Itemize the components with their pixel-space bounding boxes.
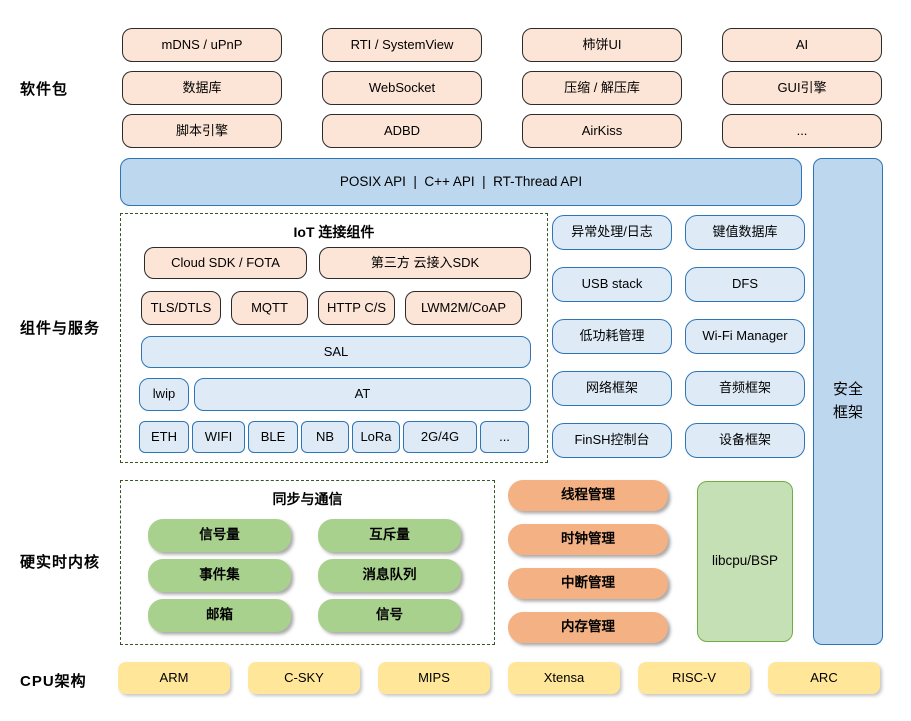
iot-link-row: ETH WIFI BLE NB LoRa 2G/4G ... (139, 421, 529, 453)
service-box: USB stack (552, 267, 672, 302)
security-line1: 安全 (832, 381, 863, 398)
kernel-managers-column: 线程管理 时钟管理 中断管理 内存管理 (508, 480, 668, 643)
package-box: 柿饼UI (522, 28, 682, 62)
manager-box: 线程管理 (508, 480, 668, 511)
kernel-object-box: 互斥量 (318, 519, 461, 552)
protocol-box: LWM2M/CoAP (405, 291, 522, 325)
service-box: FinSH控制台 (552, 423, 672, 458)
manager-box: 内存管理 (508, 612, 668, 643)
sal-box: SAL (141, 336, 531, 368)
at-box: AT (194, 378, 531, 411)
package-box: ... (722, 114, 882, 148)
iot-stack-row: lwip AT (139, 378, 531, 411)
cpu-arch-row: ARM C-SKY MIPS Xtensa RISC-V ARC (118, 662, 880, 694)
section-label-cpu-arch: CPU架构 (20, 673, 87, 690)
link-box: NB (301, 421, 349, 453)
link-box: 2G/4G (403, 421, 477, 453)
package-box: RTI / SystemView (322, 28, 482, 62)
sync-title: 同步与通信 (272, 491, 343, 507)
link-box: LoRa (352, 421, 400, 453)
service-box: 网络框架 (552, 371, 672, 406)
cpu-box: ARM (118, 662, 230, 694)
link-box: WIFI (192, 421, 245, 453)
service-box: 异常处理/日志 (552, 215, 672, 250)
services-grid: 异常处理/日志 键值数据库 USB stack DFS 低功耗管理 Wi-Fi … (552, 215, 805, 458)
service-box: Wi-Fi Manager (685, 319, 805, 354)
package-box: 脚本引擎 (122, 114, 282, 148)
kernel-object-box: 信号 (318, 599, 461, 632)
section-label-software-packages: 软件包 (20, 81, 69, 98)
package-box: GUI引擎 (722, 71, 882, 105)
protocol-box: TLS/DTLS (141, 291, 221, 325)
service-box: 键值数据库 (685, 215, 805, 250)
cpu-box: Xtensa (508, 662, 620, 694)
cpu-box: RISC-V (638, 662, 750, 694)
section-label-realtime-kernel: 硬实时内核 (20, 554, 101, 571)
package-box: 压缩 / 解压库 (522, 71, 682, 105)
manager-box: 时钟管理 (508, 524, 668, 555)
kernel-object-box: 事件集 (148, 559, 291, 592)
service-box: 设备框架 (685, 423, 805, 458)
third-party-sdk-box: 第三方 云接入SDK (319, 247, 531, 279)
libcpu-bsp-box: libcpu/BSP (697, 481, 793, 642)
package-box: AirKiss (522, 114, 682, 148)
protocol-box: HTTP C/S (318, 291, 395, 325)
cpu-box: C-SKY (248, 662, 360, 694)
link-box: ... (480, 421, 529, 453)
api-bar: POSIX API | C++ API | RT-Thread API (120, 158, 802, 206)
security-framework-box: 安全 框架 (813, 158, 883, 645)
package-box: 数据库 (122, 71, 282, 105)
cpu-box: ARC (768, 662, 880, 694)
lwip-box: lwip (139, 378, 189, 411)
service-box: 音频框架 (685, 371, 805, 406)
service-box: DFS (685, 267, 805, 302)
manager-box: 中断管理 (508, 568, 668, 599)
sync-grid: 信号量 互斥量 事件集 消息队列 邮箱 信号 (148, 519, 461, 632)
iot-title: IoT 连接组件 (293, 224, 375, 240)
sync-communication-box: 同步与通信 信号量 互斥量 事件集 消息队列 邮箱 信号 (120, 480, 495, 645)
protocol-box: MQTT (231, 291, 308, 325)
package-box: mDNS / uPnP (122, 28, 282, 62)
package-box: ADBD (322, 114, 482, 148)
software-packages-grid: mDNS / uPnP RTI / SystemView 柿饼UI AI 数据库… (122, 28, 882, 148)
kernel-object-box: 消息队列 (318, 559, 461, 592)
section-label-components-services: 组件与服务 (20, 320, 101, 337)
iot-sdk-row: Cloud SDK / FOTA 第三方 云接入SDK (144, 247, 531, 279)
link-box: ETH (139, 421, 189, 453)
iot-protocol-row: TLS/DTLS MQTT HTTP C/S LWM2M/CoAP (141, 291, 522, 325)
iot-components-box: IoT 连接组件 Cloud SDK / FOTA 第三方 云接入SDK TLS… (120, 213, 548, 463)
kernel-object-box: 信号量 (148, 519, 291, 552)
link-box: BLE (248, 421, 298, 453)
security-line2: 框架 (832, 403, 863, 421)
cloud-sdk-box: Cloud SDK / FOTA (144, 247, 307, 279)
package-box: AI (722, 28, 882, 62)
cpu-box: MIPS (378, 662, 490, 694)
kernel-object-box: 邮箱 (148, 599, 291, 632)
package-box: WebSocket (322, 71, 482, 105)
service-box: 低功耗管理 (552, 319, 672, 354)
